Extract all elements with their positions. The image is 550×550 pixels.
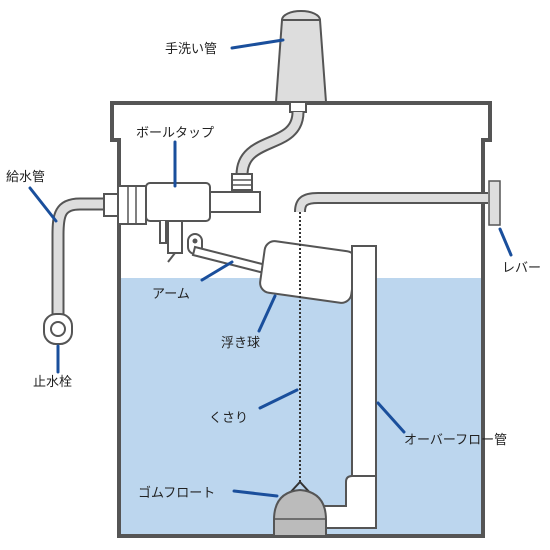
lever-handle (488, 180, 501, 226)
leader-rubber-float (232, 489, 279, 498)
label-stop-valve: 止水栓 (33, 375, 72, 390)
label-hand-wash-pipe: 手洗い管 (165, 42, 217, 57)
leader-lever (498, 227, 513, 257)
ball-tap (103, 182, 261, 263)
leader-chain (258, 388, 299, 410)
leader-supply-pipe (28, 186, 58, 223)
arm (187, 233, 272, 276)
leader-overflow-pipe (376, 401, 406, 434)
hand-wash-pipe (274, 10, 328, 113)
stop-valve (43, 313, 73, 345)
leader-arm (200, 260, 234, 282)
refill-tube-joint (231, 173, 253, 191)
label-ball-tap: ボールタップ (136, 126, 214, 141)
label-lever: レバー (502, 261, 541, 276)
leader-lines (28, 38, 513, 498)
label-chain: くさり (209, 411, 248, 426)
label-arm: アーム (152, 287, 190, 302)
label-float-ball: 浮き球 (221, 336, 260, 351)
label-overflow-pipe: オーバーフロー管 (404, 433, 507, 448)
label-supply-pipe: 給水管 (6, 170, 45, 185)
leader-float-ball (257, 294, 277, 333)
label-rubber-float: ゴムフロート (138, 485, 215, 501)
supply-pipe (51, 197, 108, 318)
tank-outline (110, 101, 492, 538)
leader-hand-wash-pipe (230, 38, 285, 50)
rubber-float (273, 480, 327, 537)
overflow-pipe (319, 245, 377, 529)
